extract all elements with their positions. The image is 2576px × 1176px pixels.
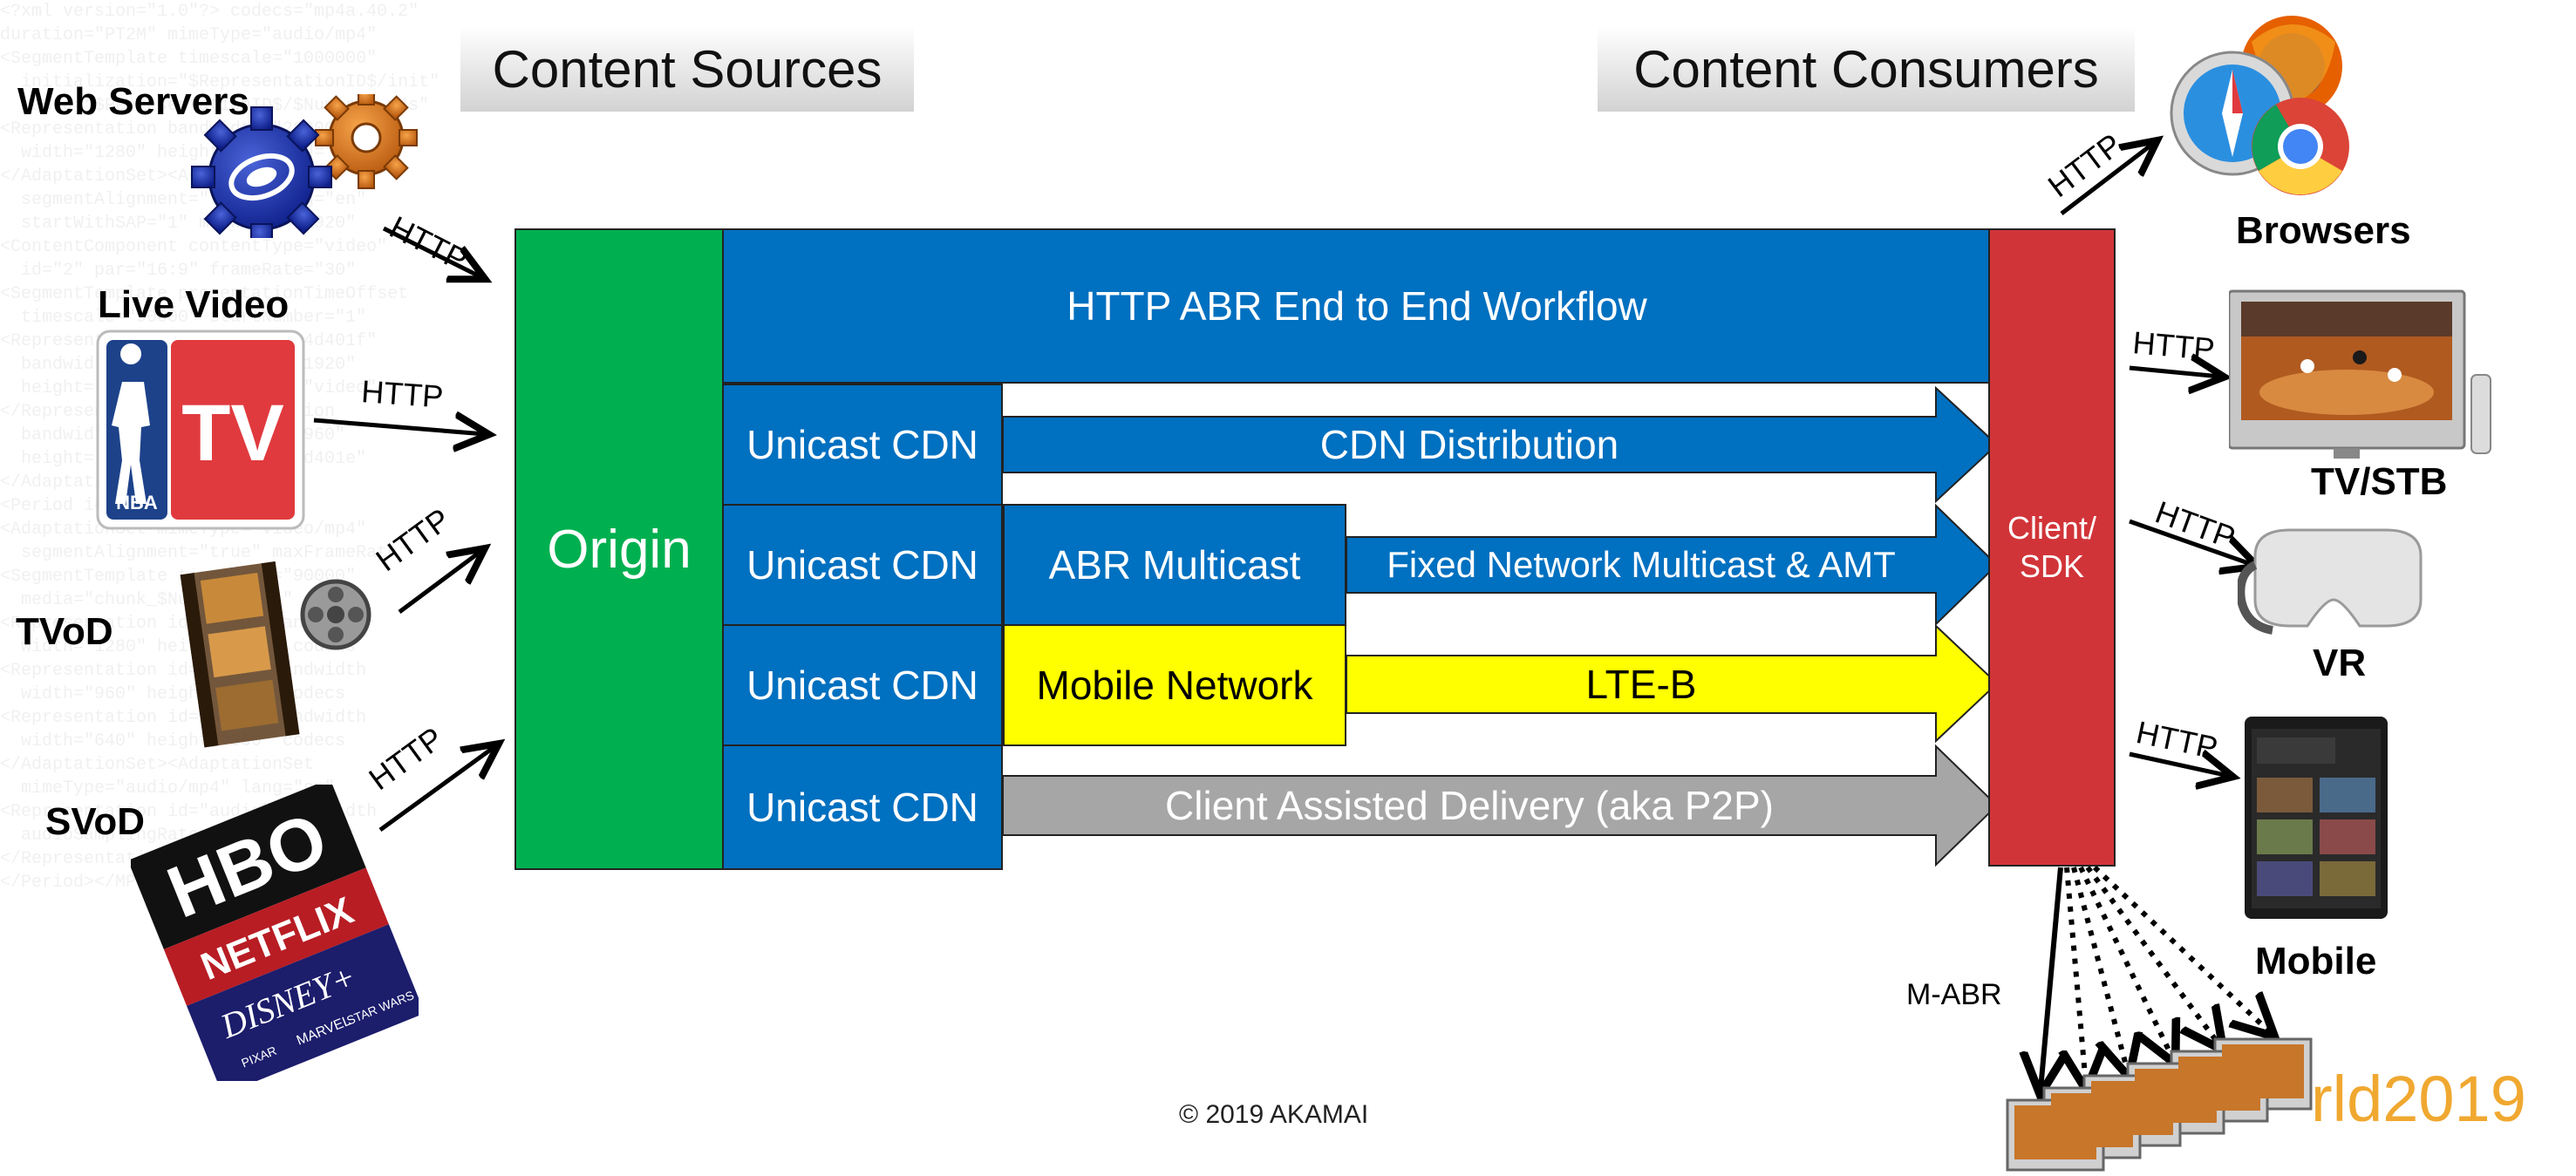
- tvod-http-arrow: [398, 551, 481, 615]
- mabr-solid-arrow: [2041, 867, 2061, 1090]
- p2p-arrow: [1002, 744, 1999, 867]
- svod-label: SVoD: [45, 800, 146, 843]
- mabr-dotted-arrow: [2078, 866, 2173, 1059]
- vr-headset-icon: [2238, 528, 2423, 635]
- lte-b-arrow: [1346, 623, 1999, 744]
- tv-icon: [2229, 289, 2491, 459]
- client-sdk-box: Client/ SDK: [1988, 228, 2116, 867]
- event-logo-fragment: rld2019: [2311, 1063, 2526, 1135]
- mabr-dotted-arrow: [2071, 867, 2128, 1072]
- tv-http-arrow: [2129, 368, 2220, 377]
- cdn-distribution-label: CDN Distribution: [1319, 422, 1619, 467]
- unicast-cdn-box: Unicast CDN: [722, 744, 1003, 870]
- abr-multicast-box: ABR Multicast: [1003, 504, 1346, 626]
- unicast-cdn-box: Unicast CDN: [722, 624, 1003, 746]
- fixed-multicast-arrow: [1346, 503, 1999, 627]
- live-video-http-arrow: [313, 420, 485, 434]
- svod-http-arrow: [378, 746, 495, 833]
- svg-text:TV: TV: [181, 389, 284, 478]
- cdn-distribution-arrow: [1002, 385, 1999, 504]
- lte-b-label: LTE-B: [1585, 662, 1697, 707]
- browsers-label: Browsers: [2236, 209, 2411, 252]
- origin-box: Origin: [515, 228, 724, 870]
- fixed-multicast-label: Fixed Network Multicast & AMT: [1387, 544, 1896, 585]
- tv-stb-label: TV/STB: [2311, 460, 2448, 503]
- live-video-label: Live Video: [98, 283, 290, 326]
- vr-label: VR: [2313, 642, 2367, 684]
- mobile-device-icon: [2245, 717, 2388, 919]
- mobile-label: Mobile: [2255, 940, 2377, 982]
- mobile-http-arrow: [2129, 754, 2229, 776]
- mabr-dotted-arrow: [2092, 865, 2271, 1033]
- film-reel-icon: [180, 561, 371, 748]
- web-servers-http-arrow: [382, 226, 481, 277]
- copyright-text: © 2019 AKAMAI: [1179, 1100, 1369, 1129]
- mobile-network-box: Mobile Network: [1003, 624, 1346, 746]
- mabr-dotted-arrow: [2067, 867, 2086, 1085]
- mabr-monitors-icon: [2006, 1037, 2313, 1172]
- vr-http-arrow: [2129, 519, 2253, 565]
- mabr-dotted-arrow: [2085, 866, 2220, 1046]
- mabr-label: M-ABR: [1906, 978, 2002, 1011]
- tvod-label: TVoD: [16, 610, 113, 653]
- web-server-gears-icon: [191, 94, 418, 238]
- unicast-cdn-box: Unicast CDN: [722, 504, 1003, 626]
- svod-logos-icon: HBO NETFLIX DISNEY+ MARVEL STAR WARS PIX…: [131, 785, 419, 1081]
- svg-text:NBA: NBA: [116, 492, 158, 513]
- unicast-cdn-box: Unicast CDN: [722, 384, 1003, 506]
- web-servers-label: Web Servers: [17, 80, 249, 123]
- p2p-label: Client Assisted Delivery (aka P2P): [1165, 783, 1774, 828]
- content-consumers-header: Content Consumers: [1598, 26, 2135, 112]
- nba-tv-logo-icon: TV NBA: [96, 330, 305, 530]
- http-abr-workflow-band: HTTP ABR End to End Workflow: [722, 228, 1992, 384]
- content-sources-header: Content Sources: [460, 26, 914, 112]
- browsers-http-arrow: [2060, 143, 2154, 215]
- browser-logos-icon: [2170, 16, 2349, 195]
